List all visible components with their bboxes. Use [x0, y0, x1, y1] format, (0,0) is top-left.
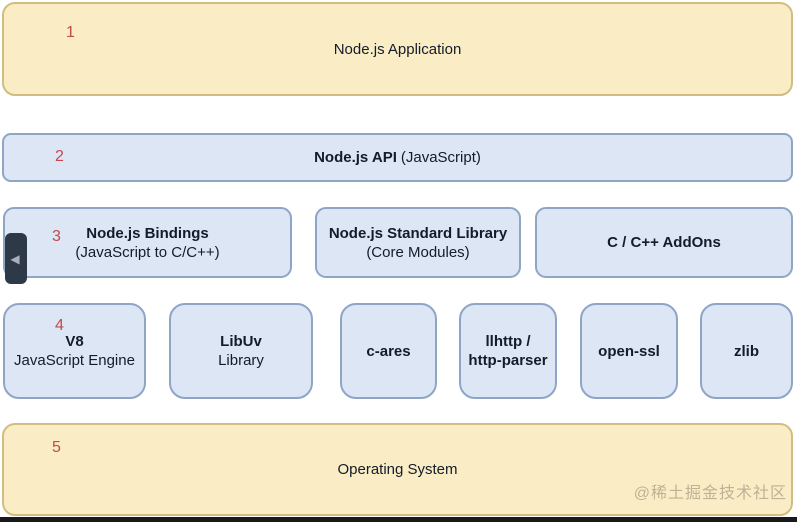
box-zlib-label: zlib — [734, 342, 759, 360]
box-libuv-line1: LibUv — [220, 333, 262, 350]
box-libuv-line2: Library — [218, 352, 264, 369]
layer-nodejs-application: Node.js Application — [2, 2, 793, 96]
marker-3: 3 — [52, 228, 61, 245]
box-llhttp-line2: http-parser — [468, 352, 548, 369]
box-nodejs-bindings-line2: (JavaScript to C/C++) — [75, 243, 220, 261]
box-c-cpp-addons: C / C++ AddOns — [535, 207, 793, 278]
box-nodejs-standard-library-line1: Node.js Standard Library — [328, 224, 508, 242]
box-c-ares-label: c-ares — [366, 342, 411, 360]
box-nodejs-standard-library-line2: (Core Modules) — [366, 243, 470, 261]
box-llhttp-line1: llhttp / — [485, 333, 531, 350]
box-v8-engine: V8 JavaScript Engine — [3, 303, 146, 399]
marker-1: 1 — [66, 24, 75, 41]
box-nodejs-bindings: Node.js Bindings (JavaScript to C/C++) — [3, 207, 292, 278]
marker-2: 2 — [55, 148, 64, 165]
box-llhttp-http-parser: llhttp / http-parser — [459, 303, 557, 399]
box-v8-line1: V8 — [65, 333, 84, 350]
layer-nodejs-application-label: Node.js Application — [333, 40, 462, 58]
box-nodejs-bindings-line1: Node.js Bindings — [86, 224, 209, 242]
box-v8-line2: JavaScript Engine — [14, 352, 135, 369]
box-libuv: LibUv Library — [169, 303, 313, 399]
box-nodejs-standard-library: Node.js Standard Library (Core Modules) — [315, 207, 521, 278]
collapse-toggle-button[interactable]: ◀ — [5, 233, 27, 284]
layer-nodejs-api: Node.js API(JavaScript) — [2, 133, 793, 182]
watermark-text: @稀土掘金技术社区 — [633, 485, 787, 502]
box-zlib: zlib — [700, 303, 793, 399]
box-c-ares: c-ares — [340, 303, 437, 399]
marker-4: 4 — [55, 317, 64, 334]
layer-nodejs-api-label: Node.js API(JavaScript) — [314, 149, 481, 166]
layer-operating-system: Operating System — [2, 423, 793, 516]
box-open-ssl-label: open-ssl — [598, 342, 660, 360]
chevron-left-icon: ◀ — [10, 251, 20, 266]
box-open-ssl: open-ssl — [580, 303, 678, 399]
layer-operating-system-label: Operating System — [337, 461, 458, 478]
bottom-edge-strip — [0, 517, 797, 522]
marker-5: 5 — [52, 439, 61, 456]
box-c-cpp-addons-label: C / C++ AddOns — [607, 234, 721, 251]
